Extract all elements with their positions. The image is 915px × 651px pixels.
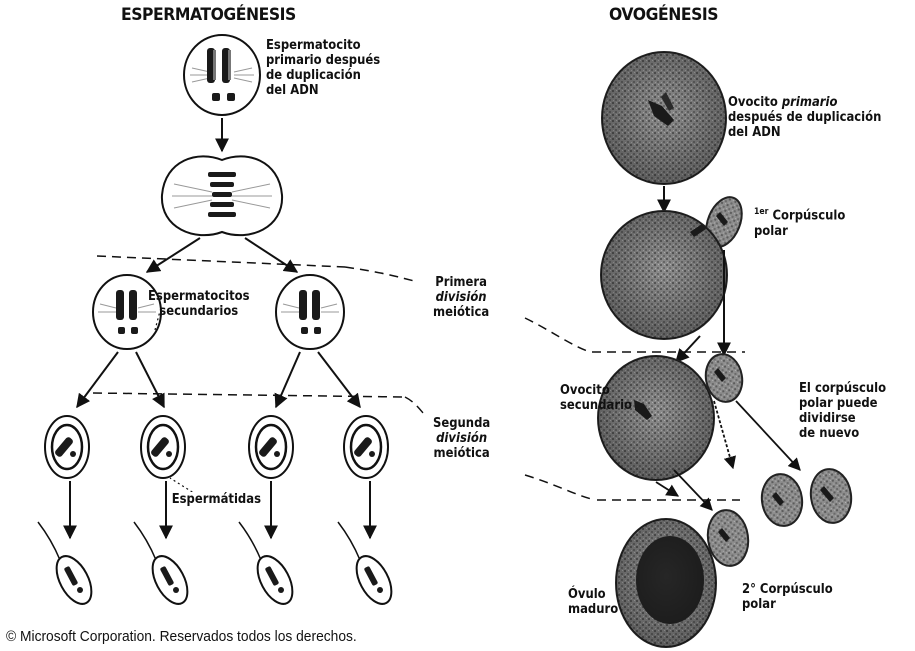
mature-ovum <box>616 519 716 647</box>
spermatogenesis-title: ESPERMATOGÉNESIS <box>121 8 296 23</box>
sperm-3 <box>239 522 300 610</box>
sperm-2 <box>134 522 195 610</box>
sperm-1 <box>38 522 99 610</box>
primary-oocyte-label: Ovocito primario después de duplicación … <box>728 95 881 140</box>
metaphase-cell <box>162 156 282 235</box>
first-division-line2: división <box>436 289 487 305</box>
arrows-to-spermatids <box>77 352 360 407</box>
second-division-line1: Segunda <box>433 415 490 431</box>
spermatid-label: Espermátidas <box>170 492 263 507</box>
oogenesis-title: OVOGÉNESIS <box>609 8 718 23</box>
second-division-label: Segunda división meiótica <box>433 416 490 461</box>
spermatid-2 <box>141 416 185 478</box>
second-division-line2: división <box>436 430 487 446</box>
sperm-4 <box>338 522 399 610</box>
secondary-oocyte-label: Ovocito secundario <box>560 383 632 413</box>
first-division-line1: Primera <box>435 274 487 290</box>
polar-body-divided-1 <box>759 471 806 528</box>
copyright-notice: © Microsoft Corporation. Reservados todo… <box>6 628 357 645</box>
spermatid-1 <box>45 416 89 478</box>
primary-oocyte <box>602 52 726 184</box>
oocyte-after-first-division <box>601 211 727 339</box>
polar-body-divided-2 <box>807 466 854 525</box>
secondary-spermatocyte-label: Espermatocitos secundarios <box>148 289 250 319</box>
arrow-to-secondary-oocyte <box>676 336 700 362</box>
arrows-to-sperm <box>70 481 370 538</box>
primary-spermatocyte-label: Espermatocito primario después de duplic… <box>266 38 380 98</box>
spermatid-3 <box>249 416 293 478</box>
first-division-label: Primera división meiótica <box>433 275 489 320</box>
first-polar-body-label: 1er Corpúsculo polar <box>754 205 845 239</box>
primary-spermatocyte <box>184 35 260 115</box>
second-division-line3: meiótica <box>434 445 490 461</box>
secondary-spermatocyte-right <box>276 275 344 349</box>
arrow-to-secondary-left <box>147 238 200 272</box>
first-division-line3: meiótica <box>433 304 489 320</box>
second-polar-body-label: 2° Corpúsculo polar <box>742 582 833 612</box>
arrow-to-secondary-right <box>245 238 297 272</box>
secondary-oocyte <box>598 356 714 480</box>
polar-divide-label: El corpúsculo polar puede dividirse de n… <box>799 381 886 441</box>
spermatid-4 <box>344 416 388 478</box>
mature-ovum-label: Óvulo maduro <box>568 587 618 617</box>
